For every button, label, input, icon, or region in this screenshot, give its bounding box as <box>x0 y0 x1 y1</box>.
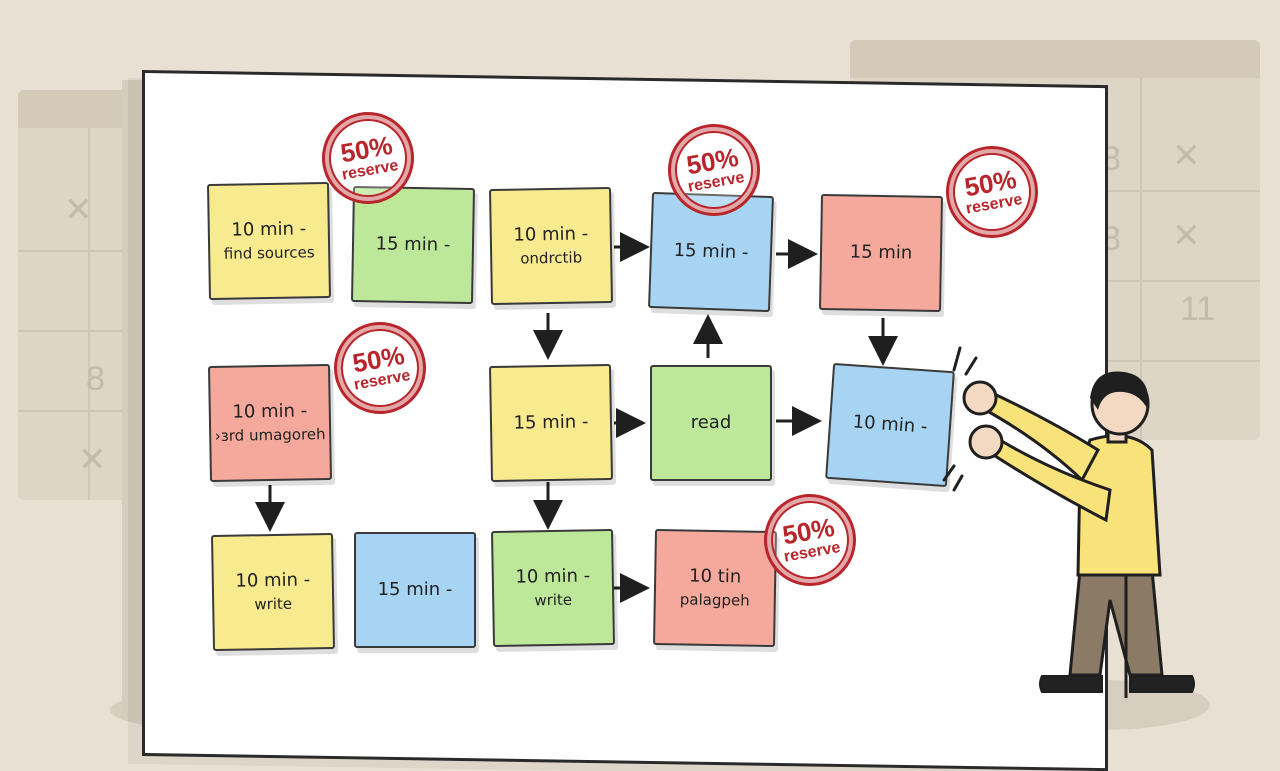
shoe-icon <box>1129 675 1195 693</box>
calendar-grid-line <box>18 250 168 252</box>
note-task: find sources <box>223 243 315 263</box>
sticky-note[interactable]: 10 min - write <box>210 532 336 652</box>
note-duration: 15 min - <box>375 233 451 256</box>
note-duration: 10 min - <box>513 223 589 246</box>
note-task: palagpeh <box>679 590 750 610</box>
note-duration: 10 min - <box>232 400 308 423</box>
hand-icon <box>962 380 998 416</box>
note-duration: 15 min - <box>377 579 453 600</box>
calendar-grid-line <box>18 330 168 332</box>
sticky-note[interactable]: 10 min - ›ɜrd umagoreh <box>207 363 333 483</box>
note-duration: 10 min - <box>851 411 929 438</box>
note-task: ondrctib <box>520 248 583 268</box>
sticky-note[interactable]: 10 tin palagpeh <box>652 528 778 648</box>
note-duration: 15 min - <box>673 239 749 264</box>
sticky-note[interactable]: 10 min - ondrctib <box>488 186 614 306</box>
hand-icon <box>968 424 1004 460</box>
sticky-note[interactable]: 10 min - write <box>490 528 616 648</box>
note-duration: 10 tin <box>688 565 742 588</box>
calendar-cross-icon: ✕ <box>1172 137 1201 175</box>
sticky-note[interactable]: 15 min <box>818 193 944 313</box>
sticky-note[interactable]: 10 min - find sources <box>206 181 332 301</box>
person-torso <box>1076 434 1162 577</box>
note-duration: 10 min - <box>231 218 307 241</box>
note-duration: 15 min <box>849 241 913 264</box>
calendar-cross-icon: ✕ <box>1172 217 1201 255</box>
person-legs <box>1068 568 1164 677</box>
flow-arrows <box>255 232 898 603</box>
note-duration: 10 min - <box>235 569 311 592</box>
note-duration: 15 min - <box>513 411 589 434</box>
motion-lines <box>942 346 978 492</box>
note-duration: 10 min - <box>515 565 591 588</box>
sticky-note[interactable]: 15 min - <box>488 363 614 483</box>
calendar-header <box>850 40 1260 78</box>
note-task: write <box>534 590 573 610</box>
calendar-grid-line <box>18 410 168 412</box>
calendar-grid-line <box>1140 78 1142 440</box>
note-task: write <box>254 594 293 614</box>
sticky-note[interactable]: read <box>650 365 772 481</box>
whiteboard-side <box>122 80 144 720</box>
calendar-day-number: 8 <box>86 360 105 398</box>
note-task: ›ɜrd umagoreh <box>214 425 326 445</box>
calendar-cross-icon: ✕ <box>78 441 107 479</box>
sticky-note[interactable]: 15 min - <box>354 532 476 648</box>
calendar-day-number: 11 <box>1180 290 1216 328</box>
shoe-icon <box>1039 675 1103 693</box>
calendar-grid-line <box>88 128 90 500</box>
calendar-cross-icon: ✕ <box>64 191 93 229</box>
person-hair <box>1090 371 1149 410</box>
note-task: read <box>690 412 732 433</box>
person-illustration <box>942 346 1195 698</box>
